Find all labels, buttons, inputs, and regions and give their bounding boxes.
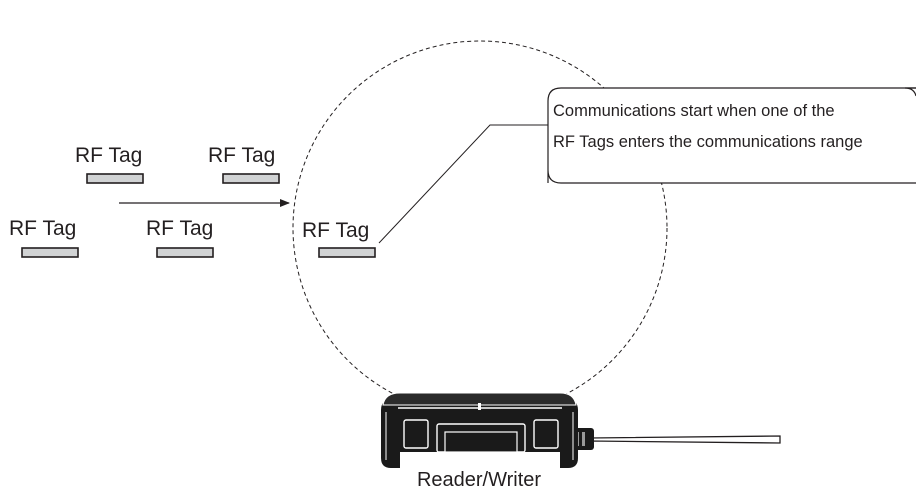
callout-text-line-2: RF Tags enters the communications range [553,133,863,151]
reader-writer-indicator [478,403,481,410]
rf-tag-1-body [86,173,144,184]
reader-writer-device [381,392,781,468]
rf-tag-5-body [318,247,376,258]
rf-tag-4-label: RF Tag [146,217,213,240]
callout-leader-line [378,124,548,244]
rf-tag-4-body [156,247,214,258]
reader-writer-center-slot [444,431,518,453]
rf-tag-3-body [21,247,79,258]
rf-tag-2: RF Tag [208,144,280,184]
reader-writer-window-right [533,419,559,449]
rf-tag-3: RF Tag [9,217,79,258]
rf-tag-1-label: RF Tag [75,144,142,167]
rf-tag-3-label: RF Tag [9,217,76,240]
rf-tag-2-body [222,173,280,184]
rf-tag-1: RF Tag [75,144,144,184]
rf-tag-5: RF Tag [302,219,376,258]
connector-ring-2 [582,432,585,446]
reader-writer-window-left [403,419,429,449]
callout-background [548,88,916,183]
reader-writer-cable [585,432,781,447]
rf-tag-2-label: RF Tag [208,144,275,167]
callout-border-corner [904,87,916,97]
rf-tag-4: RF Tag [146,217,214,258]
reader-writer-top-face [382,392,577,406]
rf-tag-5-label: RF Tag [302,219,369,242]
callout-text-line-1: Communications start when one of the [553,102,835,120]
communications-range-circle [292,40,668,416]
reader-writer-label: Reader/Writer [417,469,541,491]
callout-border [547,87,916,184]
